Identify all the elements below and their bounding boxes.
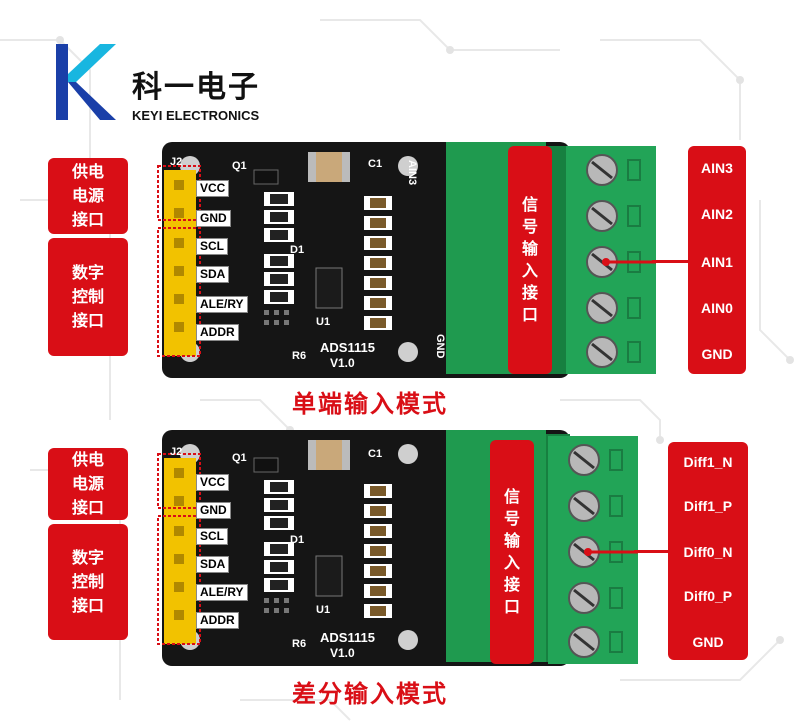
board-version: V1.0 (330, 356, 355, 370)
signal-input-interface-label: 信号输入接口 (508, 146, 552, 374)
signal-input-text-2: 信号输入接口 (503, 487, 520, 616)
digital-control-interface-label-2: 数字 控制 接口 (48, 524, 128, 640)
channel-gnd: GND (701, 346, 733, 362)
channel-gnd-2: GND (692, 634, 724, 650)
pcb-board-differential (157, 430, 570, 666)
single-ended-mode-title: 单端输入模式 (292, 390, 448, 418)
pin-label-ale-ry-2: ALE/RY (196, 584, 248, 601)
channel-diff1-p: Diff1_P (683, 498, 733, 514)
pin-label-addr-2: ADDR (196, 612, 239, 629)
power-interface-label: 供电 电源 接口 (48, 158, 128, 234)
pin-label-gnd-2: GND (196, 502, 231, 519)
signal-input-interface-label-2: 信号输入接口 (490, 440, 534, 664)
pointer-line-differential (634, 550, 668, 553)
pin-label-vcc: VCC (196, 180, 230, 197)
part-u1-2: U1 (316, 604, 331, 616)
pin-label-scl-2: SCL (196, 528, 228, 545)
terminal-screws-differential (548, 436, 638, 664)
board-version-2: V1.0 (330, 646, 355, 660)
part-c1-2: C1 (368, 448, 383, 460)
chip-name: ADS1115 (320, 340, 375, 355)
digital-control-interface-label: 数字 控制 接口 (48, 238, 128, 356)
digital-control-text-2: 数字 控制 接口 (71, 548, 104, 615)
part-d1: D1 (290, 244, 305, 256)
channel-ain0: AIN0 (701, 300, 733, 316)
keyi-logo-icon (56, 44, 116, 120)
pointer-line-single (652, 260, 688, 263)
digital-control-text: 数字 控制 接口 (71, 263, 104, 330)
terminal-label-gnd: GND (434, 334, 446, 359)
header-label-j2-2: J2 (170, 446, 183, 458)
differential-mode-title: 差分输入模式 (292, 680, 448, 708)
single-ended-channel-panel: AIN3 AIN2 AIN1 AIN0 GND (688, 146, 746, 374)
chip-name-2: ADS1115 (320, 630, 375, 645)
terminal-label-ain3: AIN3 (406, 160, 418, 186)
part-r6-2: R6 (292, 638, 307, 650)
header-label-j2: J2 (170, 156, 183, 168)
pin-label-vcc-2: VCC (196, 474, 230, 491)
pin-label-scl: SCL (196, 238, 228, 255)
part-q1: Q1 (232, 160, 247, 172)
channel-diff0-n: Diff0_N (683, 544, 733, 560)
power-interface-text-2: 供电 电源 接口 (71, 450, 104, 517)
channel-ain1: AIN1 (701, 254, 733, 270)
pin-label-sda-2: SDA (196, 556, 230, 573)
part-q1-2: Q1 (232, 452, 247, 464)
part-c1: C1 (368, 158, 383, 170)
power-interface-label-2: 供电 电源 接口 (48, 448, 128, 520)
power-interface-text: 供电 电源 接口 (71, 162, 104, 229)
pin-label-sda: SDA (196, 266, 230, 283)
channel-diff1-n: Diff1_N (683, 454, 733, 470)
signal-input-text: 信号输入接口 (521, 195, 538, 324)
differential-channel-panel: Diff1_N Diff1_P Diff0_N Diff0_P GND (668, 442, 748, 660)
part-u1: U1 (316, 316, 331, 328)
channel-diff0-p: Diff0_P (683, 588, 733, 604)
terminal-screws-single (566, 146, 656, 374)
pin-label-ale-ry: ALE/RY (196, 296, 248, 313)
part-d1-2: D1 (290, 534, 305, 546)
channel-ain3: AIN3 (701, 160, 733, 176)
brand-name-cn: 科一电子 (132, 70, 260, 105)
pin-label-addr: ADDR (196, 324, 239, 341)
brand-name-en: KEYI ELECTRONICS (132, 108, 260, 123)
part-r6: R6 (292, 350, 307, 362)
channel-ain2: AIN2 (701, 206, 733, 222)
pin-label-gnd: GND (196, 210, 231, 227)
